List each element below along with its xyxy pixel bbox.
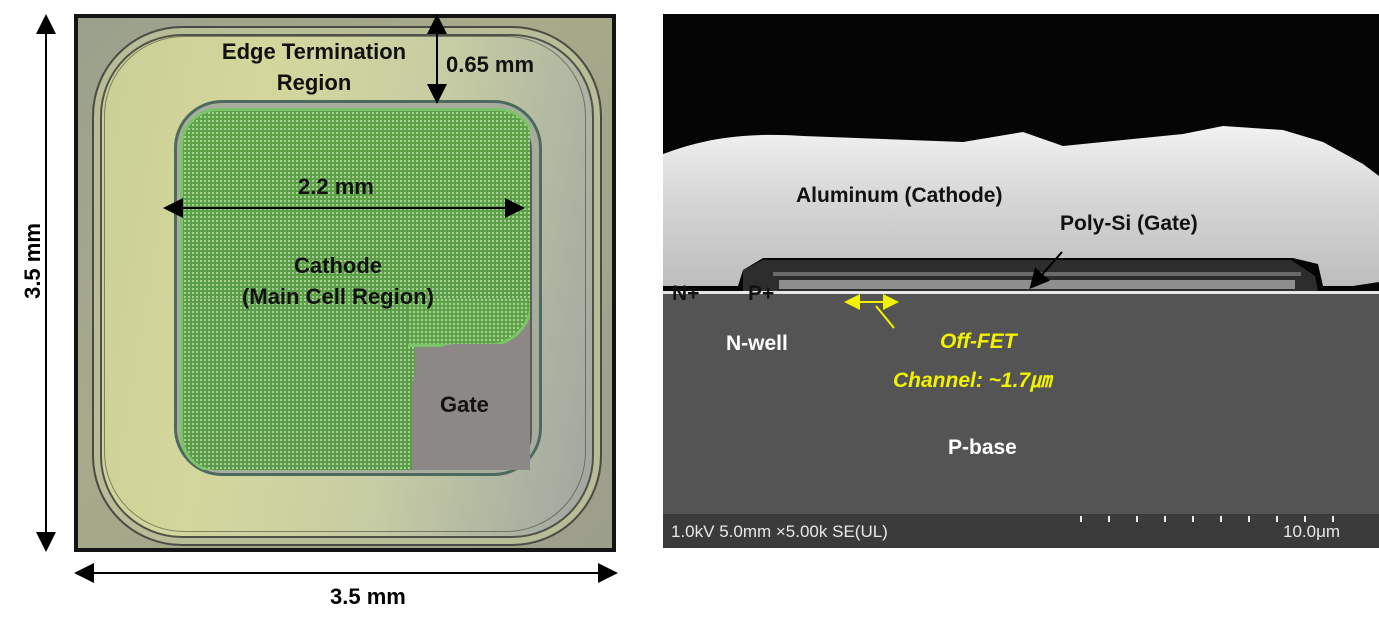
aluminum-label: Aluminum (Cathode) [796,184,1003,207]
edge-termination-label: Edge Termination Region [221,39,407,95]
oxide-layer [773,272,1301,276]
sem-scale-text: 10.0μm [1283,522,1341,541]
aluminum-layer [663,126,1379,286]
guard-ring [104,36,586,532]
edge-width-label: 0.65 mm [446,52,535,77]
sem-info-text: 1.0kV 5.0mm ×5.00k SE(UL) [671,522,888,541]
nwell-label: N-well [726,332,788,355]
pplus-label: P+ [748,282,775,305]
vertical-dimension-label: 3.5 mm [20,223,45,299]
cathode-width-label: 2.2 mm [298,174,374,199]
silicon-surface [663,291,1379,294]
cathode-label: Cathode (Main Cell Region) [242,253,434,309]
sem-structure [663,126,1379,548]
cathode-area-bottom [180,298,415,470]
sem-footer [663,514,1379,548]
channel-length-label: Channel: ~1.7㎛ [893,369,1052,392]
gate-notch [412,344,530,470]
pbase-label: P-base [948,436,1017,459]
sem-image: 1.0kV 5.0mm ×5.00k SE(UL) 10.0μm [663,14,1379,548]
polysi-label: Poly-Si (Gate) [1060,212,1198,235]
p-base-substrate [663,293,1379,514]
nplus-label: N+ [672,282,700,305]
horizontal-dimension-label: 3.5 mm [330,584,406,609]
gate-label: Gate [440,392,489,417]
scale-ticks [1080,516,1334,522]
polysi-layer [779,280,1295,289]
offfet-label: Off-FET [940,330,1017,353]
cathode-area-curve [408,298,530,347]
